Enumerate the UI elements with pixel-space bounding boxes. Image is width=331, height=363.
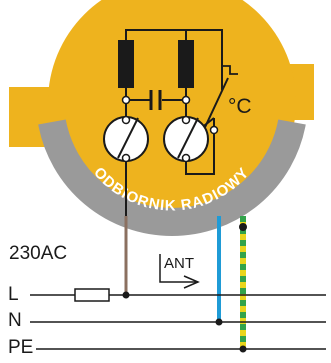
antenna-symbol (159, 254, 200, 289)
fuse (74, 288, 110, 302)
antenna-label: ANT (164, 255, 194, 272)
connection-dots (122, 223, 247, 353)
relay-switch-left (103, 115, 149, 163)
line-label: L (8, 284, 19, 305)
temperature-unit-label: °C (228, 95, 252, 118)
junction-dots (121, 95, 219, 135)
protective-earth-label: PE (8, 337, 34, 358)
pulse-icon (221, 65, 238, 75)
external-wiring (124, 216, 246, 349)
capacitor (149, 90, 162, 110)
receiver-body (48, 0, 296, 226)
supply-lines (30, 294, 326, 350)
supply-voltage-label: 230AC (9, 243, 68, 264)
relay-switch-right (163, 115, 209, 163)
neutral-label: N (8, 310, 22, 331)
receiver-ring (38, 119, 306, 236)
relay-coil-left (118, 40, 134, 88)
relay-coil-right (178, 40, 194, 88)
